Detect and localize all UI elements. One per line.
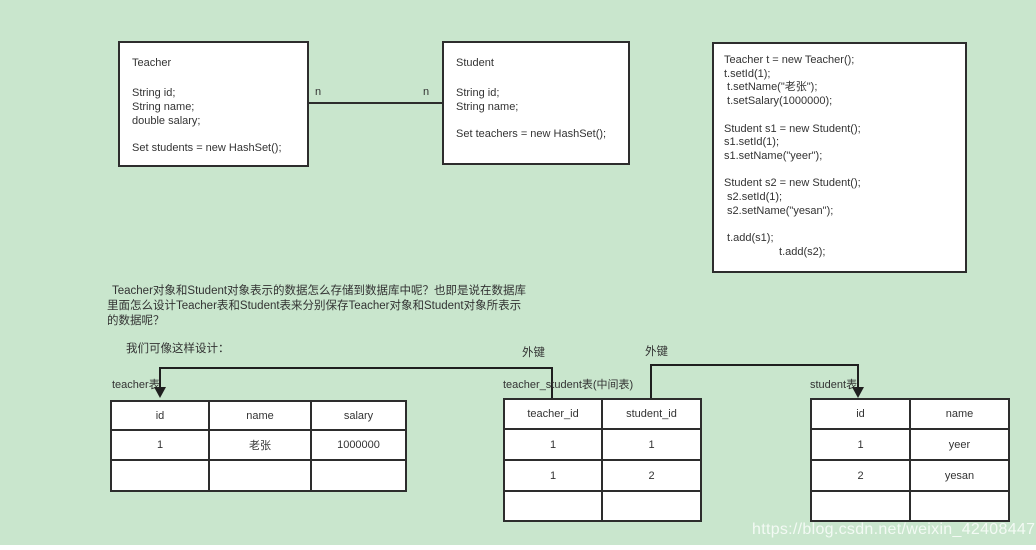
- code-line: s2.setId(1);: [724, 191, 783, 203]
- question-line-3: 的数据呢？: [107, 315, 165, 327]
- code-line: t.add(s1);: [724, 232, 774, 245]
- teacher-method-line: Set students = new HashSet();: [132, 142, 282, 154]
- teacher-field-id: String id;: [132, 87, 176, 99]
- teacher-class-fields: String id; String name; double salary;: [132, 86, 307, 128]
- fk-right-arrowhead-icon: [852, 387, 864, 398]
- student-table-header-name: name: [909, 398, 1010, 430]
- fk-left-vertical-from-middle: [551, 367, 553, 398]
- fk-right-vertical-to-student: [857, 364, 859, 388]
- table-cell: [909, 490, 1010, 522]
- table-row: 1 yeer: [810, 428, 1010, 461]
- table-cell: 1: [810, 428, 911, 461]
- table-cell: [110, 459, 210, 492]
- foreign-key-label-right: 外键: [645, 346, 668, 358]
- teacher-field-name: String name;: [132, 101, 195, 113]
- student-table-header-id: id: [810, 398, 911, 430]
- teacher-class-box: Teacher String id; String name; double s…: [118, 41, 309, 167]
- java-code-box: Teacher t = new Teacher(); t.setId(1); t…: [712, 42, 967, 273]
- teacher-table: id name salary 1 老张 1000000: [110, 400, 407, 492]
- table-row: 1 2: [503, 459, 702, 492]
- teacher-field-salary: double salary;: [132, 115, 201, 127]
- student-method-line: Set teachers = new HashSet();: [456, 128, 607, 140]
- table-cell: [503, 490, 603, 522]
- table-row: [110, 459, 407, 492]
- table-cell: 1: [601, 428, 702, 461]
- code-line: t.setId(1);: [724, 67, 771, 80]
- fk-left-vertical-to-teacher: [159, 367, 161, 388]
- code-line: s1.setId(1);: [724, 136, 780, 149]
- student-class-fields: String id; String name;: [456, 86, 628, 114]
- table-row: 1 1: [503, 428, 702, 461]
- code-line: s1.setName("yeer");: [724, 149, 823, 162]
- student-field-id: String id;: [456, 87, 500, 99]
- middle-table-header-student-id: student_id: [601, 398, 702, 430]
- table-row: [810, 490, 1010, 522]
- table-header-row: teacher_id student_id: [503, 398, 702, 430]
- fk-left-horizontal: [159, 367, 553, 369]
- code-line: t.setSalary(1000000);: [724, 95, 833, 108]
- code-line: [724, 109, 965, 123]
- table-cell: 老张: [208, 429, 312, 461]
- table-cell: 1: [503, 428, 603, 461]
- table-cell: 1: [110, 429, 210, 461]
- student-field-name: String name;: [456, 101, 519, 113]
- middle-table-header-teacher-id: teacher_id: [503, 398, 603, 430]
- student-table: id name 1 yeer 2 yesan: [810, 398, 1010, 522]
- code-line: t.setName("老张");: [724, 81, 818, 94]
- fk-right-horizontal: [650, 364, 859, 366]
- code-line: [724, 218, 965, 232]
- fk-left-arrowhead-icon: [154, 387, 166, 398]
- table-cell: 1: [503, 459, 603, 492]
- teacher-class-title: Teacher: [132, 57, 172, 69]
- table-row: [503, 490, 702, 522]
- table-cell: 2: [810, 459, 911, 492]
- table-cell: 1000000: [310, 429, 407, 461]
- code-line: Student s1 = new Student();: [724, 122, 861, 135]
- student-class-title: Student: [456, 57, 494, 69]
- table-cell: [810, 490, 911, 522]
- table-cell: [208, 459, 312, 492]
- table-cell: [310, 459, 407, 492]
- fk-right-vertical-from-middle: [650, 364, 652, 398]
- csdn-watermark: https://blog.csdn.net/weixin_42408447: [752, 521, 1036, 538]
- code-line: Student s2 = new Student();: [724, 177, 861, 190]
- multiplicity-right: n: [423, 86, 430, 98]
- table-row: 2 yesan: [810, 459, 1010, 492]
- code-line: s2.setName("yesan");: [724, 204, 834, 217]
- student-class-box: Student String id; String name; Set teac…: [442, 41, 630, 165]
- table-header-row: id name salary: [110, 400, 407, 431]
- question-line-2: 里面怎么设计Teacher表和Student表来分别保存Teacher对象和St…: [107, 300, 522, 312]
- question-line-1: Teacher对象和Student对象表示的数据怎么存储到数据库中呢？也即是说在…: [112, 285, 527, 297]
- table-cell: yeer: [909, 428, 1010, 461]
- foreign-key-label-left: 外键: [522, 347, 545, 359]
- teacher-table-header-name: name: [208, 400, 312, 431]
- table-cell: 2: [601, 459, 702, 492]
- code-line: Teacher t = new Teacher();: [724, 54, 855, 66]
- question-paragraph: Teacher对象和Student对象表示的数据怎么存储到数据库中呢？也即是说在…: [107, 284, 577, 329]
- table-cell: [601, 490, 702, 522]
- teacher-student-table: teacher_id student_id 1 1 1 2: [503, 398, 702, 522]
- design-suggestion-text: 我们可像这样设计：: [126, 343, 230, 355]
- association-line: [309, 102, 442, 104]
- teacher-table-header-id: id: [110, 400, 210, 431]
- code-line: t.add(s2);: [724, 245, 826, 258]
- code-line: [724, 164, 965, 178]
- student-table-label: student表: [810, 379, 858, 391]
- teacher-table-header-salary: salary: [310, 400, 407, 431]
- middle-table-label: teacher_student表(中间表): [503, 379, 634, 391]
- multiplicity-left: n: [315, 86, 322, 98]
- table-header-row: id name: [810, 398, 1010, 430]
- table-row: 1 老张 1000000: [110, 429, 407, 461]
- table-cell: yesan: [909, 459, 1010, 492]
- teacher-table-label: teacher表: [112, 379, 160, 391]
